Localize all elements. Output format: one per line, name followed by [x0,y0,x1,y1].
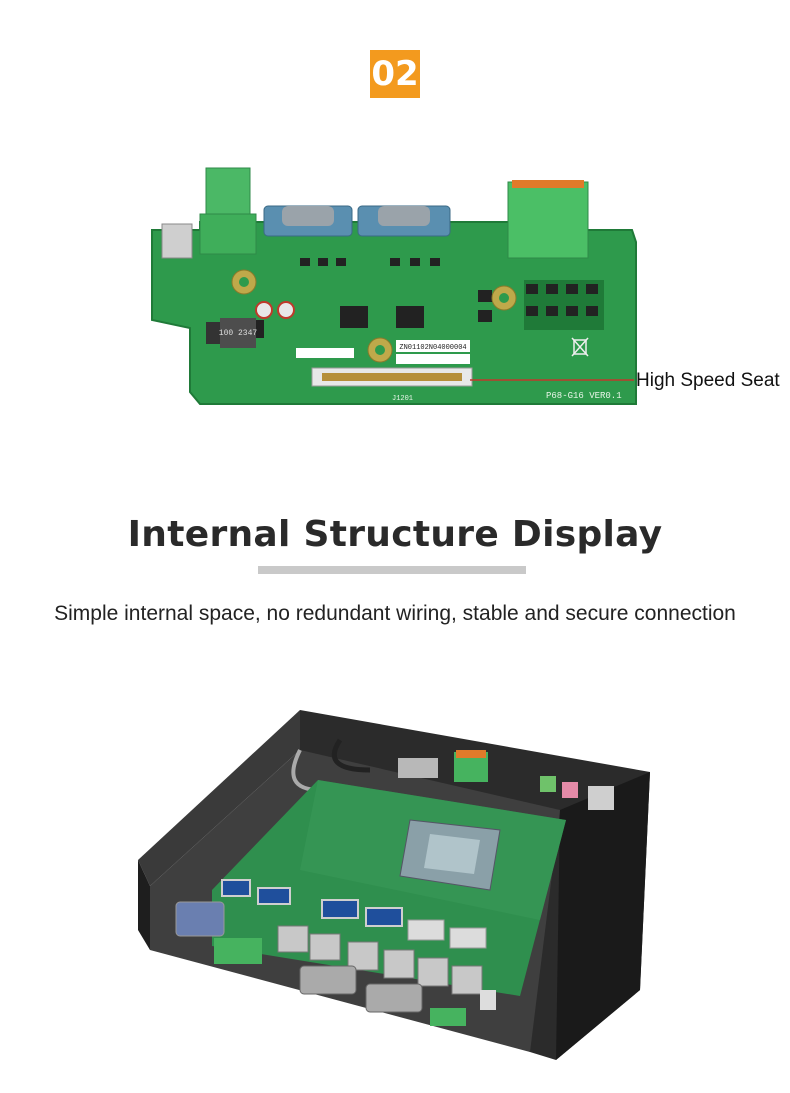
title-underline [258,566,526,574]
pcb-board-photo: 100 2347 ZN01102N04000004 P68-G16 VER0.1… [0,160,790,420]
chassis-interior-photo [0,690,790,1088]
section-subtitle: Simple internal space, no redundant wiri… [54,602,736,625]
inductor-label: 100 2347 [219,329,258,338]
board-revision-silkscreen: P68-G16 VER0.1 [546,391,622,401]
section-number-badge: 02 [370,50,420,98]
high-speed-seat-label: High Speed Seat [636,370,780,391]
board-sticker-code: ZN01102N04000004 [399,344,466,352]
section-title: Internal Structure Display [127,514,663,555]
connector-ref-silkscreen: J1201 [392,395,413,403]
